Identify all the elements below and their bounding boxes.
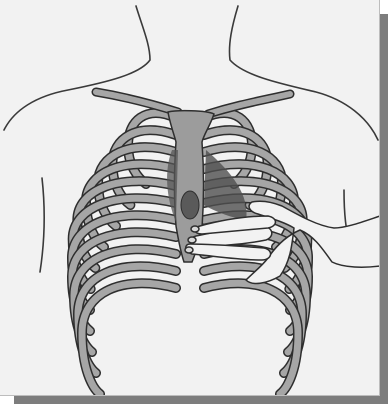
heart-shape	[181, 191, 199, 219]
palm-and-wrist	[246, 201, 380, 283]
left-clavicle-fill	[96, 92, 178, 112]
left-arm-line	[40, 178, 44, 272]
fingernail-3	[185, 247, 193, 253]
drop-shadow-right	[379, 14, 388, 404]
illustration-panel	[0, 0, 380, 396]
fingernail-2	[188, 237, 196, 243]
right-clavicle-fill	[208, 94, 290, 114]
drop-shadow-bottom	[14, 395, 388, 404]
neck-left-line	[4, 6, 150, 130]
chest-palpation-illustration	[0, 0, 380, 396]
fingernail-1	[191, 226, 199, 232]
neck-right-line	[229, 6, 378, 140]
